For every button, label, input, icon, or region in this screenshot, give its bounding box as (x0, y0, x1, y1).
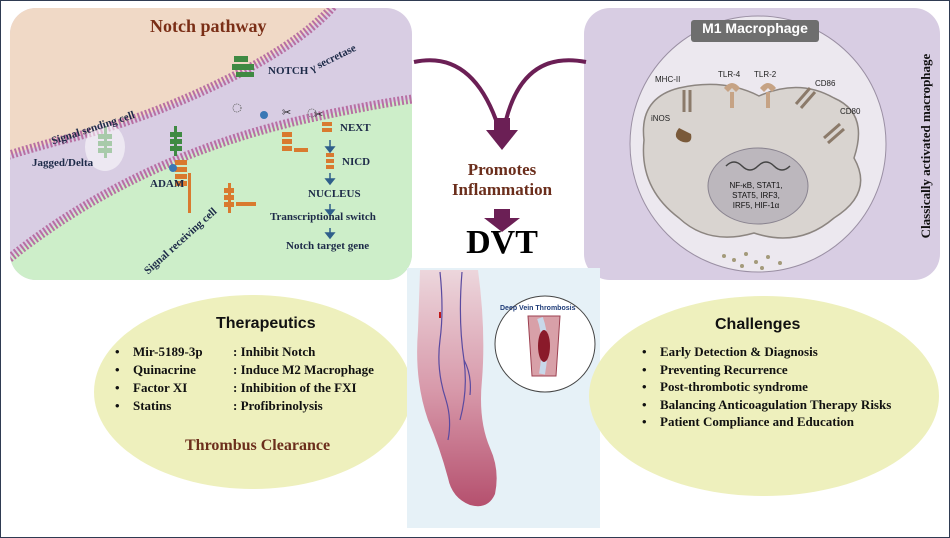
transcription-factors-text: NF-κB, STAT1, STAT5, IRF3, IRF5, HIF-1α (708, 181, 804, 211)
challenge-item: Early Detection & Diagnosis (640, 343, 930, 361)
notch-label: NOTCH (268, 65, 309, 77)
jagged-delta-label: Jagged/Delta (32, 157, 94, 169)
notch-pathway-illustration: ✂ ✂ (10, 8, 412, 280)
therapeutic-item: Factor XI : Inhibition of the FXI (113, 379, 374, 397)
dvt-heading: DVT (466, 224, 538, 261)
tlr4-label: TLR-4 (718, 70, 741, 79)
drug-effect: : Profibrinolysis (233, 398, 323, 413)
receiving-cell-membrane (10, 94, 412, 264)
inos-granule (675, 128, 692, 143)
jagged-ligand (232, 56, 254, 77)
cd86-label: CD86 (815, 79, 836, 88)
therapeutic-item: Quinacrine : Induce M2 Macrophage (113, 361, 374, 379)
inos-label: iNOS (651, 114, 671, 123)
cd86-receptor (794, 87, 817, 109)
scissors-icon: ✂ (282, 107, 291, 119)
notch-receptor (175, 160, 191, 213)
adam-enzyme-icon (169, 164, 177, 172)
challenge-item: Balancing Anticoagulation Therapy Risks (640, 396, 930, 414)
leg-shape (417, 270, 497, 507)
inflammation-line: Inflammation (451, 180, 553, 199)
scissors-icon: ✂ (314, 109, 323, 121)
challenges-title: Challenges (715, 316, 801, 333)
therapeutic-item: Mir-5189-3p : Inhibit Notch (113, 343, 374, 361)
tf-line: IRF5, HIF-1α (732, 201, 780, 210)
challenge-item: Patient Compliance and Education (640, 413, 930, 431)
promotes-inflammation-text: Promotes Inflammation (418, 160, 586, 200)
next-fragment (322, 122, 332, 132)
promotes-line: Promotes (467, 160, 537, 179)
enzyme-icon (260, 111, 268, 119)
notch-receptor (282, 132, 308, 152)
transcriptional-switch-label: Transcriptional switch (270, 211, 376, 223)
enzyme-icon (307, 108, 317, 118)
challenge-item: Preventing Recurrence (640, 361, 930, 379)
receiving-cell-cytoplasm (10, 99, 412, 280)
therapeutics-list: Mir-5189-3p : Inhibit Notch Quinacrine : I… (113, 343, 374, 415)
macrophage-panel (584, 8, 940, 280)
enzyme-icon (232, 103, 242, 113)
thrombus-clot (538, 330, 550, 362)
macrophage-title-box (691, 20, 819, 42)
ligand-vesicle (85, 123, 125, 171)
mhc2-receptor (682, 90, 692, 112)
drug-effect: : Inhibition of the FXI (233, 380, 357, 395)
deep-vein-thrombosis-label: Deep Vein Thrombosis (500, 305, 576, 312)
drug-name: Quinacrine (133, 362, 196, 377)
therapeutic-item: Statins : Profibrinolysis (113, 397, 374, 415)
tlr2-label: TLR-2 (754, 70, 777, 79)
next-label: NEXT (340, 122, 371, 134)
therapeutics-title: Therapeutics (216, 315, 316, 332)
mhc2-label: MHC-II (655, 75, 681, 84)
leg-veins (438, 271, 471, 441)
nicd-fragment (326, 153, 334, 169)
challenge-item: Post-thrombotic syndrome (640, 378, 930, 396)
dna-icon (725, 161, 791, 171)
tf-line: STAT5, IRF3, (732, 191, 780, 200)
sending-cell-membrane (10, 8, 338, 160)
drug-name: Factor XI (133, 380, 188, 395)
notch-pathway-title: Notch pathway (150, 16, 267, 36)
drug-name: Mir-5189-3p (133, 344, 203, 359)
macrophage-title: M1 Macrophage (702, 20, 808, 36)
tlr2-receptor (760, 83, 776, 108)
thrombus-clearance-text: Thrombus Clearance (185, 437, 331, 454)
tlr4-receptor (724, 83, 740, 108)
macrophage-nucleus (707, 147, 809, 225)
nucleus-label: NUCLEUS (308, 188, 361, 200)
notch-target-gene-label: Notch target gene (286, 240, 370, 252)
macrophage-illustration (629, 15, 887, 273)
secreted-particles (722, 252, 782, 270)
drug-effect: : Inhibit Notch (233, 344, 316, 359)
nicd-label: NICD (342, 156, 371, 168)
cd80-receptor (823, 122, 845, 145)
sending-cell-cytoplasm (10, 8, 332, 155)
pathway-arrows (324, 140, 336, 240)
notch-receptor (224, 183, 256, 213)
tf-line: NF-κB, STAT1, (729, 181, 783, 190)
drug-effect: : Induce M2 Macrophage (233, 362, 374, 377)
drug-name: Statins (133, 398, 172, 413)
adam-label: ADAM (150, 178, 185, 190)
challenges-list: Early Detection & Diagnosis Preventing R… (640, 343, 930, 431)
jagged-ligand (170, 126, 182, 156)
cd80-label: CD80 (840, 107, 861, 116)
notch-pathway-panel: ✂ ✂ Notch pathway (10, 8, 412, 280)
